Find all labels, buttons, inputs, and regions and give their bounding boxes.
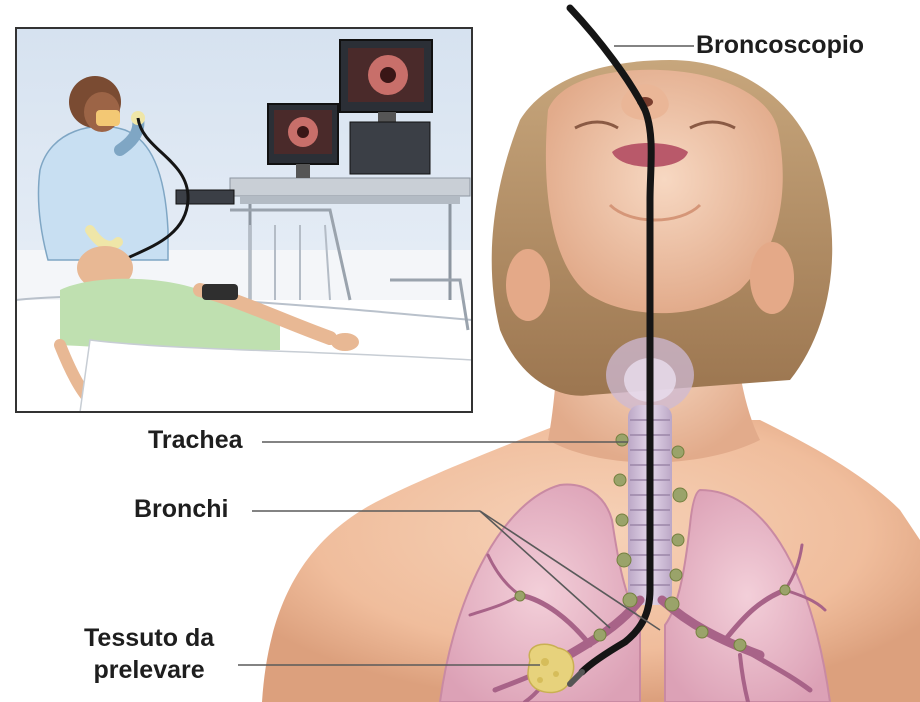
label-trachea: Trachea [148,426,243,455]
equipment-cart [230,178,470,196]
biopsy-tissue [528,644,574,692]
keyboard-icon [176,190,234,204]
label-tissue-to-sample: Tessuto da prelevare [84,622,214,686]
label-tissue-line1: Tessuto da [84,622,214,654]
label-bronchi: Bronchi [134,495,228,524]
label-tissue-line2: prelevare [84,654,214,686]
right-ear [750,242,794,314]
procedure-inset [16,28,472,412]
monitor-icon [340,40,432,174]
label-bronchoscope: Broncoscopio [696,31,864,60]
left-ear [506,249,550,321]
